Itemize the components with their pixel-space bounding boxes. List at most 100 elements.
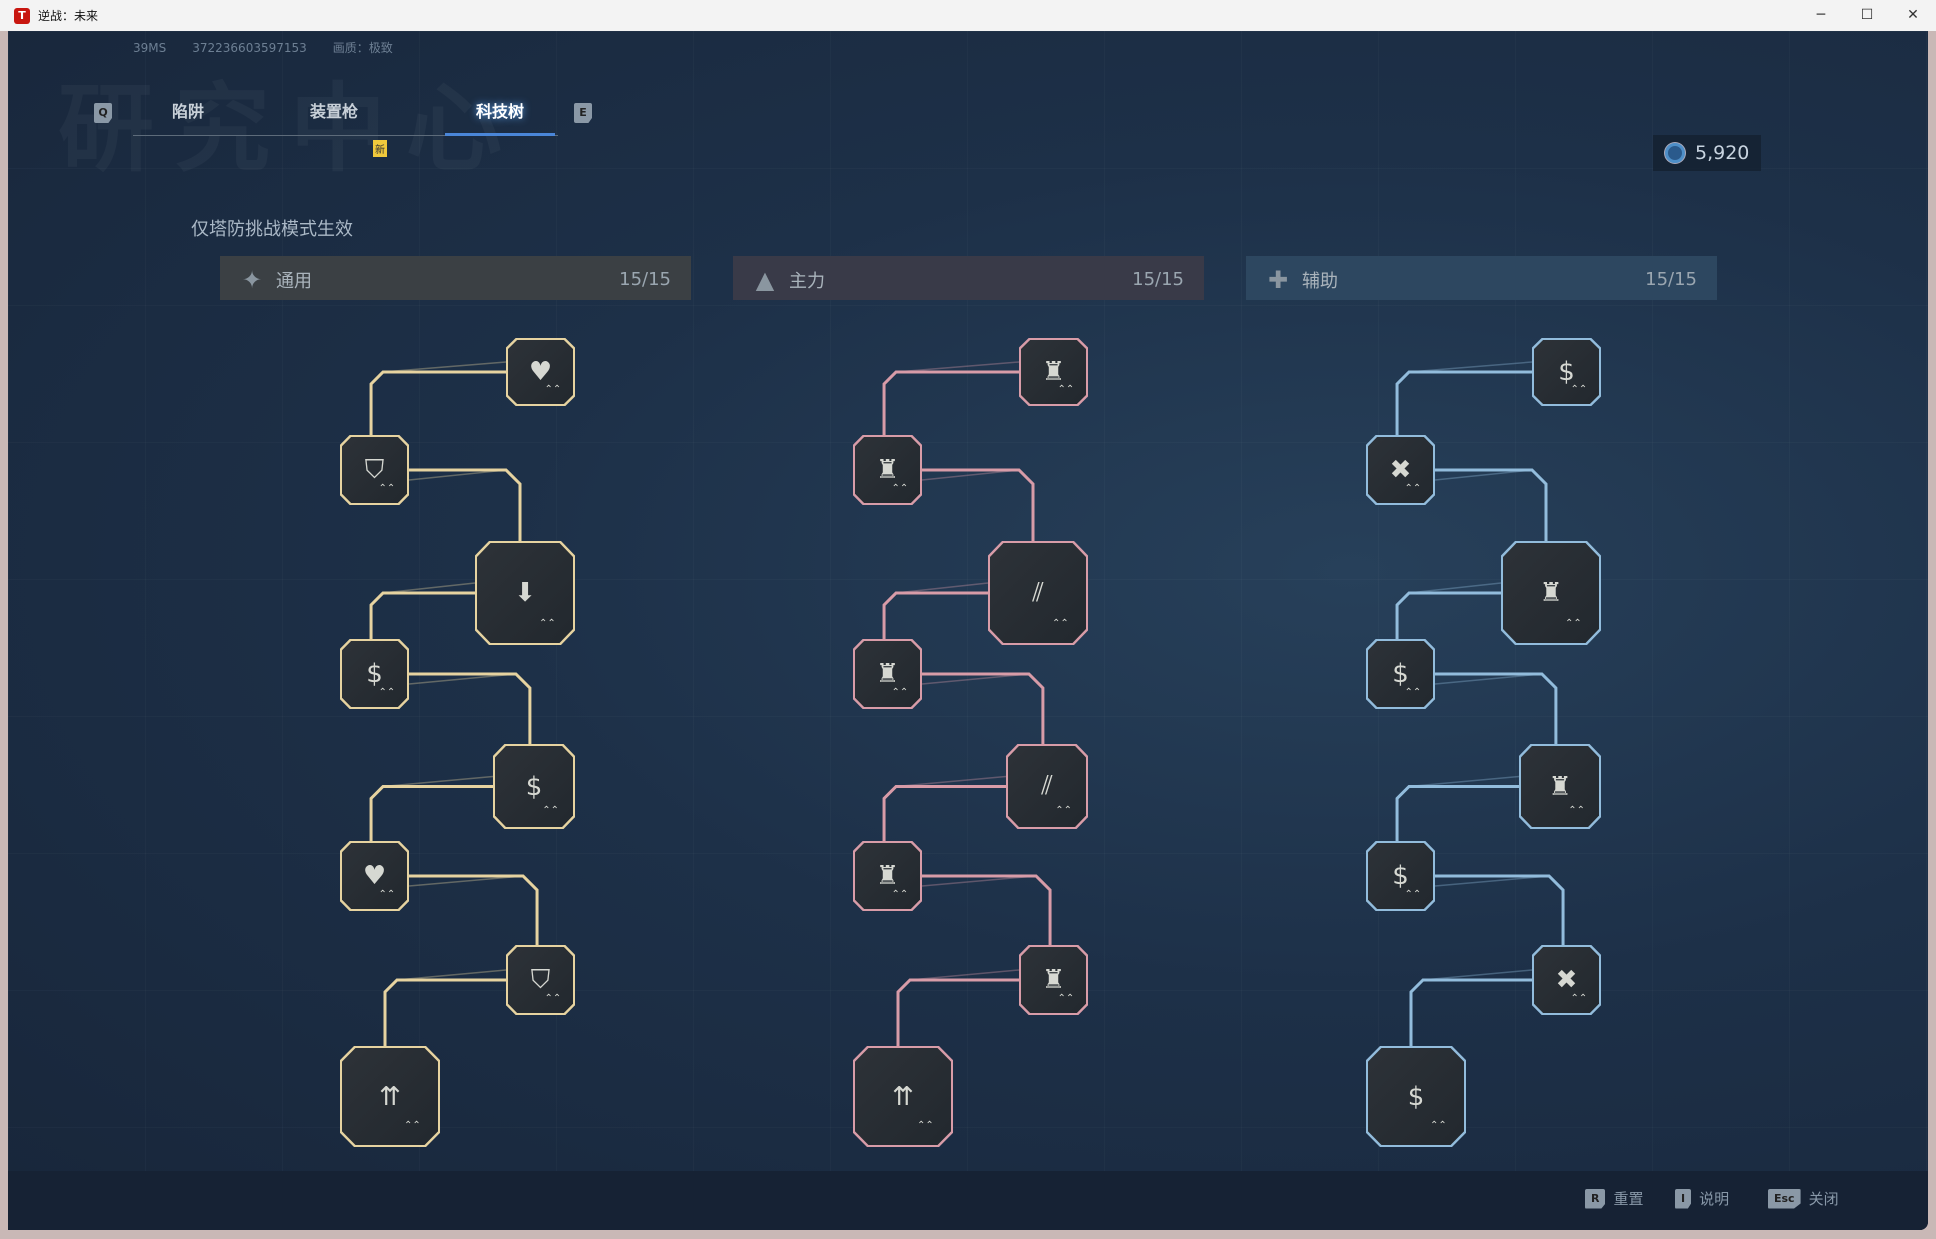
tech-skill-icon: ♜: [875, 455, 900, 485]
connector-line: [409, 874, 539, 945]
tech-node[interactable]: ⫽⌃⌃: [988, 541, 1088, 645]
rank-up-icon: ⌃⌃: [1564, 618, 1582, 629]
tech-node[interactable]: ⫽⌃⌃: [1006, 744, 1088, 829]
tech-node[interactable]: $⌃⌃: [493, 744, 575, 829]
prev-tab-key[interactable]: Q: [94, 103, 112, 123]
minimize-button[interactable]: ─: [1816, 7, 1826, 23]
connector-lines: [1395, 361, 1565, 1046]
connector-line: [1395, 591, 1501, 639]
tech-node[interactable]: ⛉⌃⌃: [506, 945, 575, 1015]
tech-node[interactable]: ♜⌃⌃: [853, 841, 922, 911]
tech-node[interactable]: $ ⌃⌃: [1366, 1046, 1466, 1147]
tech-skill-icon: $: [1558, 357, 1575, 387]
connector-line: [922, 468, 1035, 541]
coin-icon: [1665, 143, 1685, 163]
tech-node[interactable]: ♜⌃⌃: [1019, 945, 1088, 1015]
rank-up-icon: ⌃⌃: [1404, 686, 1422, 698]
watermark-text: 研究中心: [58, 51, 522, 190]
tech-node[interactable]: ⇈⌃⌃: [853, 1046, 953, 1147]
rank-up-icon: ⌃⌃: [1057, 384, 1075, 396]
new-badge: 新: [373, 140, 387, 157]
close-button[interactable]: Esc 关闭: [1768, 1188, 1839, 1209]
tab-tech-tree[interactable]: 科技树: [475, 102, 524, 121]
category-name: 主力: [789, 270, 825, 292]
info-label: 说明: [1699, 1190, 1730, 1208]
reset-label: 重置: [1613, 1190, 1644, 1208]
tech-node[interactable]: ♜⌃⌃: [1519, 744, 1601, 829]
ping: 39MS: [133, 41, 167, 55]
rank-up-icon: ⌃⌃: [1429, 1120, 1447, 1132]
tech-node[interactable]: ♥⌃⌃: [340, 841, 409, 911]
tech-node[interactable]: $⌃⌃: [1366, 639, 1435, 709]
reset-button[interactable]: R 重置: [1585, 1188, 1644, 1209]
connector-line-shadow: [408, 469, 521, 541]
connector-line: [922, 672, 1045, 744]
maximize-button[interactable]: ☐: [1860, 7, 1874, 23]
connector-line: [1435, 672, 1558, 744]
tech-node[interactable]: $⌃⌃: [340, 639, 409, 709]
info-button[interactable]: I 说明: [1675, 1188, 1729, 1209]
connector-line-shadow: [1434, 469, 1547, 541]
reset-key: R: [1585, 1188, 1606, 1209]
tech-node[interactable]: ♜⌃⌃: [1019, 338, 1088, 406]
connector-line-shadow: [370, 361, 507, 435]
tech-skill-icon: ♥: [528, 357, 553, 387]
tech-skill-icon: $: [1407, 1081, 1425, 1112]
tech-node[interactable]: ✖⌃⌃: [1366, 435, 1435, 505]
category-name: 辅助: [1302, 270, 1338, 292]
rank-up-icon: ⌃⌃: [891, 888, 909, 900]
connector-line-shadow: [897, 969, 1020, 1046]
next-tab-key[interactable]: E: [574, 103, 592, 123]
rank-up-icon: ⌃⌃: [891, 686, 909, 698]
tech-node[interactable]: ♜⌃⌃: [1501, 541, 1601, 645]
tab-device-gun[interactable]: 装置枪: [309, 102, 358, 121]
category-name: 通用: [276, 270, 312, 292]
esc-key: Esc: [1768, 1188, 1801, 1209]
connector-line-shadow: [883, 582, 989, 639]
tech-skill-icon: $: [366, 659, 383, 689]
connector-line-shadow: [1396, 361, 1533, 435]
tech-node[interactable]: ♜⌃⌃: [853, 639, 922, 709]
tab-bar: 陷阱 新 装置枪 科技树: [133, 86, 558, 157]
rank-up-icon: ⌃⌃: [916, 1120, 934, 1132]
connector-line: [1395, 370, 1532, 435]
tech-node[interactable]: ⬇⌃⌃: [475, 541, 575, 645]
tech-skill-icon: ♥: [362, 861, 387, 891]
tech-node[interactable]: ⛉⌃⌃: [340, 435, 409, 505]
connector-lines: [882, 361, 1052, 1046]
currency-display: 5,920: [1653, 135, 1761, 171]
tech-node[interactable]: $⌃⌃: [1366, 841, 1435, 911]
connector-line-shadow: [921, 469, 1034, 541]
connector-line-shadow: [370, 582, 476, 639]
category-progress: 15/15: [619, 269, 671, 290]
rank-up-icon: ⌃⌃: [378, 686, 396, 698]
tech-node[interactable]: ⇈⌃⌃: [340, 1046, 440, 1147]
rank-up-icon: ⌃⌃: [544, 992, 562, 1004]
tech-skill-icon: ♜: [1041, 965, 1066, 995]
tech-skill-icon: ♜: [875, 659, 900, 689]
category-icon: ▲: [755, 265, 775, 294]
tech-node[interactable]: ♜⌃⌃: [853, 435, 922, 505]
close-window-button[interactable]: ✕: [1907, 7, 1919, 23]
tech-skill-icon: ⛉: [530, 964, 551, 995]
background-grid: [8, 31, 1928, 1230]
rank-up-icon: ⌃⌃: [538, 618, 556, 629]
info-key: I: [1675, 1188, 1692, 1209]
tech-skill-icon: ⬇: [514, 578, 536, 608]
tech-node[interactable]: ♥⌃⌃: [506, 338, 575, 406]
tech-node[interactable]: ✖⌃⌃: [1532, 945, 1601, 1015]
tab-traps[interactable]: 陷阱: [171, 102, 204, 121]
connector-line: [1409, 978, 1532, 1046]
connector-line-shadow: [1434, 673, 1557, 744]
tech-skill-icon: ✖: [1389, 455, 1412, 485]
title-bar: T 逆战：未来 ─ ☐ ✕: [0, 0, 1936, 31]
connector-line-shadow: [1410, 969, 1533, 1046]
tech-node[interactable]: $⌃⌃: [1532, 338, 1601, 406]
close-label: 关闭: [1808, 1190, 1839, 1208]
tech-skill-icon: ♜: [875, 861, 900, 891]
connector-line: [882, 591, 988, 639]
